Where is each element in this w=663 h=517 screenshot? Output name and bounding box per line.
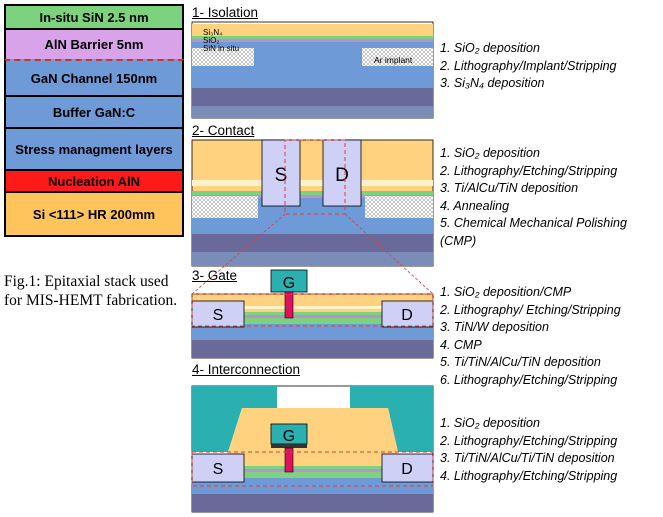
contact-diagram: S D <box>191 139 434 267</box>
stack-layer-sin: In-situ SiN 2.5 nm <box>4 4 184 28</box>
gate-step-5: 5. Ti/TiN/AlCu/TiN deposition <box>440 355 601 370</box>
isolation-steps: 1. SiO₂ deposition 2. Lithography/Implan… <box>440 40 617 93</box>
interconnection-steps: 1. SiO₂ deposition 2. Lithography/Etchin… <box>440 415 617 485</box>
gate-step-4: 4. CMP <box>440 337 482 352</box>
stack-layer-gan-channel: GaN Channel 150nm <box>4 59 184 95</box>
isolation-step-2: 2. Lithography/Implant/Stripping <box>440 58 617 73</box>
interconnection-drain <box>381 453 434 483</box>
stack-layer-substrate: Si <111> HR 200mm <box>4 191 184 237</box>
sin-in-situ-label: SiN in situ <box>203 44 239 53</box>
gate-step-6: 6. Lithography/Etching/Stripping <box>440 372 618 387</box>
isolation-step-3: 3. Si₃N₄ deposition <box>440 76 545 91</box>
gate-diagram: S D G <box>191 269 434 359</box>
interconnection-step-2: 2. Lithography/Etching/Stripping <box>440 433 618 448</box>
stack-layer-buffer: Buffer GaN:C <box>4 95 184 127</box>
contact-source-label: S <box>275 165 288 186</box>
contact-drain <box>322 139 362 207</box>
sio2-label: SiO₂ <box>203 36 219 45</box>
stack-layer-nucleation: Nucleation AlN <box>4 169 184 191</box>
isolation-title: 1- Isolation <box>192 5 259 20</box>
si3n4-label: Si₃N₄ <box>203 28 222 37</box>
zoom-lines <box>191 213 434 295</box>
isolation-diagram: Si₃N₄ SiO₂ SiN in situ Ar implant <box>191 21 434 119</box>
interconnection-step-3: 3. Ti/TiN/AlCu/Ti/TiN deposition <box>440 451 615 466</box>
gate-step-1: 1. SiO₂ deposition/CMP <box>440 285 572 299</box>
interconnection-source-label: S <box>213 461 224 478</box>
gate-title: 3- Gate <box>192 268 238 283</box>
interconnection-step-1: 1. SiO₂ deposition <box>440 416 540 430</box>
gate-steps: 1. SiO₂ deposition/CMP 2. Lithography/ E… <box>440 284 621 390</box>
contact-step-3: 3. Ti/AlCu/TiN deposition <box>440 181 579 196</box>
interconnection-step-4: 4. Lithography/Etching/Stripping <box>440 468 618 483</box>
interconnection-gate-label: G <box>283 428 295 445</box>
ar-implant-label: Ar implant <box>374 55 413 65</box>
gate-drain-label: D <box>401 307 413 324</box>
contact-steps: 1. SiO₂ deposition 2. Lithography/Etchin… <box>440 145 627 251</box>
gate-source-label: S <box>213 307 224 324</box>
figure-caption: Fig.1: Epitaxial stack used for MIS-HEMT… <box>4 273 178 309</box>
isolation-step-1: 1. SiO₂ deposition <box>440 41 540 55</box>
interconnection-drain-label: D <box>401 461 413 478</box>
stack-layer-stress: Stress managment layers <box>4 127 184 169</box>
gate-step-3: 3. TiN/W deposition <box>440 320 549 335</box>
contact-title: 2- Contact <box>192 123 255 138</box>
interconnection-title: 4- Interconnection <box>192 362 301 377</box>
gate-electrode-label: G <box>283 275 295 292</box>
gate-step-2: 2. Lithography/ Etching/Stripping <box>440 302 621 317</box>
gate-drain <box>381 300 434 328</box>
stack-layer-aln-barrier: AlN Barrier 5nm <box>4 28 184 59</box>
interconnection-diagram: S D G <box>191 385 434 513</box>
contact-source <box>261 139 301 207</box>
contact-step-2: 2. Lithography/Etching/Stripping <box>440 163 618 178</box>
gate-source <box>191 300 245 328</box>
contact-step-5: 5. Chemical Mechanical Polishing <box>440 216 627 231</box>
contact-step-5-cont: (CMP) <box>440 233 477 248</box>
contact-step-4: 4. Annealing <box>440 198 510 213</box>
epitaxial-stack: In-situ SiN 2.5 nm AlN Barrier 5nm GaN C… <box>4 4 184 237</box>
contact-drain-label: D <box>335 165 349 186</box>
contact-step-1: 1. SiO₂ deposition <box>440 146 540 160</box>
